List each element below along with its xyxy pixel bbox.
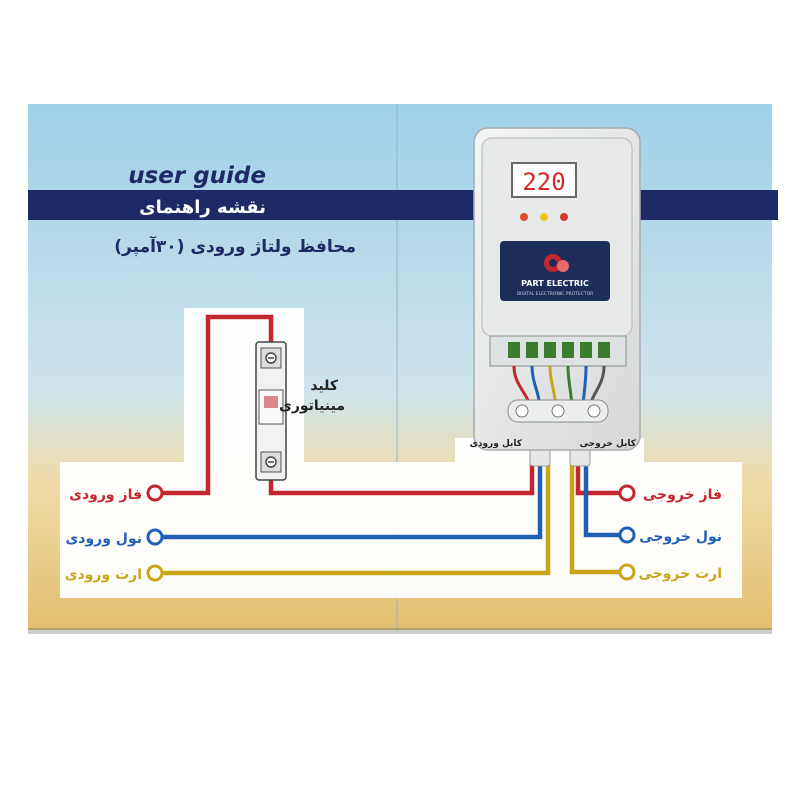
title-english: user guide [128, 163, 266, 189]
title-persian: نقشه راهنمای [139, 197, 266, 218]
booklet-shadow [28, 628, 772, 634]
output-terminals [618, 484, 636, 581]
terminal-earth-in [146, 564, 164, 582]
voltage-display-value: 220 [522, 168, 565, 196]
miniature-breaker [255, 341, 287, 481]
brand-name: PART ELECTRIC [521, 279, 589, 288]
terminal-earth-out [618, 563, 636, 581]
wire-phase-out [575, 462, 620, 496]
brand-logo-icon [544, 254, 569, 272]
cable-out-label: کابل خروجی [580, 439, 637, 449]
label-neutral-out: نول خروجی [639, 529, 722, 545]
led-red-left [520, 213, 528, 221]
label-neutral-in: نول ورودی [65, 531, 142, 547]
label-earth-out: ارت خروجی [638, 566, 722, 582]
wire-phase-in [162, 314, 535, 496]
label-phase-in: فاز ورودی [69, 487, 142, 503]
cable-gland-center [551, 404, 565, 418]
wire-neutral-out [583, 462, 620, 538]
title-banner [28, 190, 778, 220]
input-terminals [146, 484, 164, 582]
subtitle: محافظ ولتاژ ورودی (۳۰آمپر) [114, 235, 356, 257]
wire-earth-out [569, 462, 620, 575]
cable-in-label: کابل ورودی [470, 439, 523, 449]
led-red-right [560, 213, 568, 221]
led-yellow [540, 213, 548, 221]
terminal-neutral-out [618, 526, 636, 544]
wire-neutral-in [162, 462, 543, 540]
breaker-label-line2: مینیاتوری [279, 398, 345, 414]
terminal-screws [508, 342, 610, 358]
terminal-phase-out [618, 484, 636, 502]
cable-gland-right [587, 404, 601, 418]
label-earth-in: ارت ورودی [65, 567, 142, 583]
label-phase-out: فاز خروجی [643, 487, 722, 503]
breaker-label-line1: کلید [310, 378, 339, 394]
voltage-protector-device: 220 PART ELECTRIC DIGITAL ELECTRONIC PRO… [473, 127, 641, 451]
cable-gland-left [515, 404, 529, 418]
terminal-phase-in [146, 484, 164, 502]
voltage-display [511, 162, 577, 198]
brand-tagline: DIGITAL ELECTRONIC PROTECTOR [517, 291, 594, 297]
terminal-neutral-in [146, 528, 164, 546]
wire-earth-in [162, 462, 551, 576]
